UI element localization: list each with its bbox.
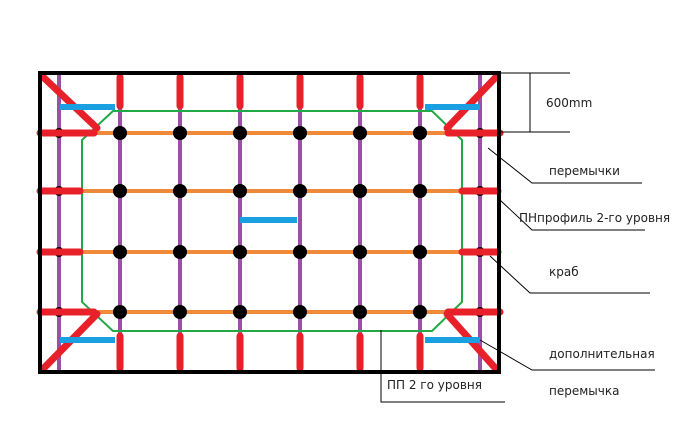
crab-dot: [113, 305, 127, 319]
label-pn-profile: ПНпрофиль 2-го уровня: [519, 211, 670, 225]
label-additional-jumper-2: перемычка: [549, 384, 619, 398]
crab-dot: [353, 305, 367, 319]
crab-dot: [293, 184, 307, 198]
leader-lines: [380, 147, 655, 403]
crab-dot: [353, 184, 367, 198]
crab-dot: [413, 305, 427, 319]
crab-dot: [293, 245, 307, 259]
label-pp-profile: ПП 2 го уровня: [387, 378, 482, 392]
crab-dot: [413, 245, 427, 259]
crab-dot: [293, 305, 307, 319]
crab-dot: [113, 184, 127, 198]
outer-frame: [38, 71, 501, 374]
crab-dot: [353, 245, 367, 259]
dimension-lines: [499, 72, 570, 133]
crab-dot: [353, 126, 367, 140]
label-additional-jumper-1: дополнительная: [549, 347, 655, 361]
label-jumpers: перемычки: [549, 164, 620, 178]
additional-jumpers: [60, 104, 480, 343]
crab-dot: [173, 126, 187, 140]
dimension-label: 600mm: [546, 96, 592, 110]
crab-dot: [233, 245, 247, 259]
crab-dot: [173, 184, 187, 198]
crab-dot: [413, 126, 427, 140]
crab-dot: [233, 305, 247, 319]
label-crab: краб: [549, 265, 579, 279]
horizontal-profiles: [82, 131, 462, 314]
diagonal-jumper: [443, 72, 501, 132]
crab-dot: [233, 126, 247, 140]
pn-profile-outline: [81, 110, 463, 332]
diagonal-jumper: [38, 72, 101, 132]
vertical-profiles: [57, 75, 482, 370]
crab-dot: [293, 126, 307, 140]
crab-dot: [173, 305, 187, 319]
crab-dot: [173, 245, 187, 259]
crab-dot: [113, 245, 127, 259]
crab-dot: [233, 184, 247, 198]
crab-dot: [113, 126, 127, 140]
crab-dot: [413, 184, 427, 198]
